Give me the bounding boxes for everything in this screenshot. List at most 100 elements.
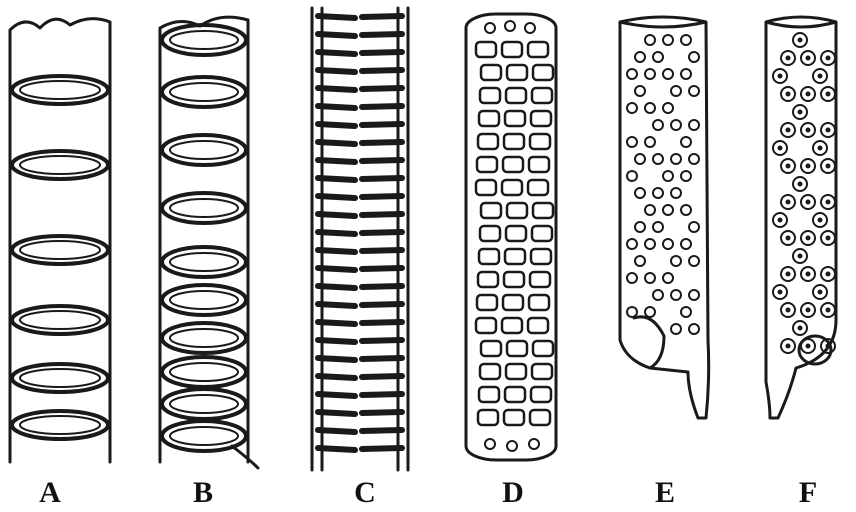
pit-aperture bbox=[786, 56, 791, 61]
pit bbox=[506, 364, 526, 379]
annular-ring-inner bbox=[20, 241, 100, 259]
spiral-coil bbox=[162, 135, 246, 165]
label-a: A bbox=[39, 476, 61, 509]
pit bbox=[689, 154, 699, 164]
scalariform-bar bbox=[362, 70, 402, 71]
pit bbox=[663, 69, 673, 79]
pit bbox=[533, 203, 553, 218]
pit bbox=[635, 52, 645, 62]
scalariform-bar bbox=[362, 106, 402, 107]
pit bbox=[480, 226, 500, 241]
pit-aperture bbox=[826, 308, 831, 313]
pit-aperture bbox=[806, 200, 811, 205]
pit-aperture bbox=[826, 236, 831, 241]
pit bbox=[627, 171, 637, 181]
pit bbox=[671, 120, 681, 130]
scalariform-bar bbox=[318, 412, 355, 414]
scalariform-bar bbox=[362, 394, 402, 395]
pit bbox=[504, 272, 524, 287]
panel-b-spiral bbox=[162, 25, 258, 468]
scalariform-bar bbox=[318, 52, 355, 54]
pit-aperture bbox=[806, 272, 811, 277]
panel-b-spiral-thickening bbox=[160, 17, 258, 468]
pit bbox=[533, 341, 553, 356]
pit bbox=[645, 273, 655, 283]
pit-aperture bbox=[798, 110, 803, 115]
pit-aperture bbox=[786, 164, 791, 169]
pit bbox=[503, 157, 523, 172]
pit bbox=[653, 290, 663, 300]
pit-aperture bbox=[826, 200, 831, 205]
label-e: E bbox=[655, 476, 675, 509]
pit-aperture bbox=[806, 308, 811, 313]
end-plate-pit bbox=[525, 23, 535, 33]
pit bbox=[528, 180, 548, 195]
pit bbox=[671, 256, 681, 266]
annular-ring-inner bbox=[20, 311, 100, 329]
scalariform-bar bbox=[318, 34, 355, 36]
scalariform-bar bbox=[362, 88, 402, 89]
spiral-coil-inner bbox=[170, 253, 238, 271]
panel-c-outline bbox=[312, 8, 408, 470]
scalariform-bar bbox=[318, 448, 355, 450]
pit bbox=[478, 410, 498, 425]
pit bbox=[681, 69, 691, 79]
pit bbox=[529, 157, 549, 172]
scalariform-bar bbox=[362, 34, 402, 35]
pit bbox=[627, 239, 637, 249]
scalariform-bar bbox=[318, 304, 355, 306]
pit bbox=[645, 239, 655, 249]
spiral-coil bbox=[162, 193, 246, 223]
pit-aperture bbox=[786, 200, 791, 205]
pit-aperture bbox=[778, 74, 783, 79]
scalariform-bar bbox=[362, 322, 402, 323]
pit bbox=[480, 364, 500, 379]
end-plate-pit bbox=[485, 23, 495, 33]
spiral-coil-inner bbox=[170, 31, 238, 49]
spiral-coil bbox=[162, 25, 246, 55]
spiral-coil bbox=[162, 323, 246, 353]
spiral-end bbox=[232, 446, 258, 468]
pit bbox=[507, 65, 527, 80]
pit-aperture bbox=[826, 164, 831, 169]
pit bbox=[507, 203, 527, 218]
pit bbox=[681, 239, 691, 249]
scalariform-bar bbox=[362, 142, 402, 143]
scalariform-bar bbox=[318, 70, 355, 72]
pit-aperture bbox=[806, 92, 811, 97]
pit bbox=[689, 324, 699, 334]
scalariform-bar bbox=[362, 286, 402, 287]
spiral-coil-inner bbox=[170, 395, 238, 413]
annular-ring-inner bbox=[20, 416, 100, 434]
scalariform-bar bbox=[318, 394, 355, 396]
pit-aperture bbox=[786, 344, 791, 349]
scalariform-bar bbox=[318, 358, 355, 360]
pit bbox=[635, 86, 645, 96]
scalariform-bar bbox=[362, 340, 402, 341]
scalariform-bar bbox=[318, 376, 355, 378]
scalariform-bar bbox=[318, 286, 355, 288]
pit bbox=[481, 65, 501, 80]
pit-aperture bbox=[786, 92, 791, 97]
pit bbox=[627, 273, 637, 283]
pit bbox=[481, 203, 501, 218]
scalariform-bar bbox=[362, 178, 402, 179]
pit bbox=[689, 222, 699, 232]
spiral-coil bbox=[162, 285, 246, 315]
pit bbox=[476, 318, 496, 333]
scalariform-bar bbox=[362, 412, 402, 413]
scalariform-bar bbox=[318, 214, 355, 216]
annular-ring-inner bbox=[20, 156, 100, 174]
pit bbox=[529, 295, 549, 310]
scalariform-bar bbox=[362, 196, 402, 197]
pit bbox=[502, 42, 522, 57]
scalariform-bar bbox=[362, 124, 402, 125]
scalariform-bar bbox=[318, 268, 355, 270]
scalariform-bar bbox=[318, 196, 355, 198]
spiral-coil-inner bbox=[170, 291, 238, 309]
pit bbox=[681, 171, 691, 181]
pit bbox=[671, 188, 681, 198]
label-f: F bbox=[799, 476, 817, 509]
pit bbox=[645, 103, 655, 113]
pit-aperture bbox=[778, 146, 783, 151]
